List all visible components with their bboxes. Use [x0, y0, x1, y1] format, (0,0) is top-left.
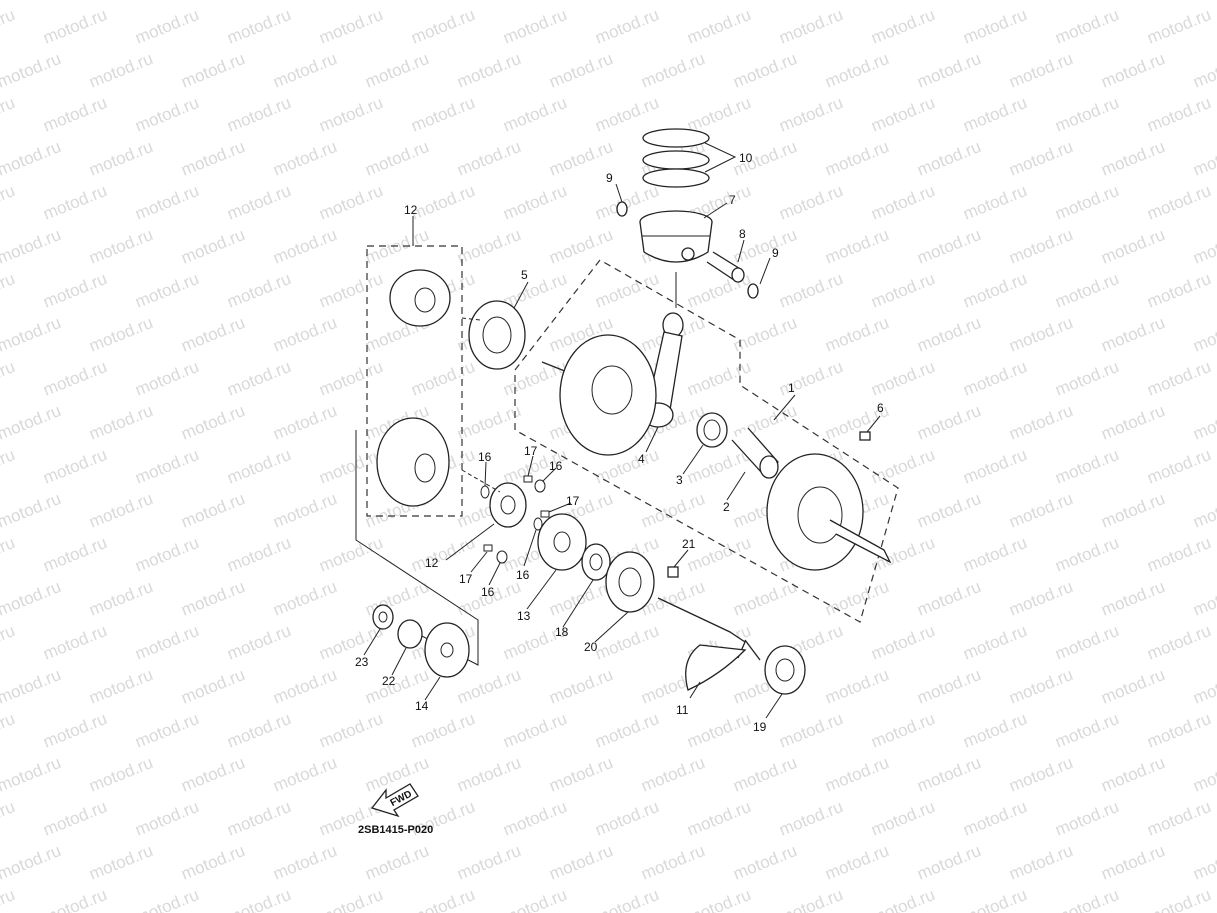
pin-17c [483, 544, 493, 552]
callout-21: 21 [682, 537, 696, 551]
needle-bearing [696, 412, 728, 448]
callout-4: 4 [638, 452, 645, 466]
balancer-shaft [657, 597, 761, 691]
plate-15 [424, 622, 470, 678]
washer-18 [581, 543, 611, 581]
group-box-12 [366, 245, 463, 517]
callout-17-top: 17 [524, 444, 538, 458]
callout-12: 12 [404, 203, 418, 217]
lock-washer-22 [397, 619, 423, 649]
callout-2: 2 [723, 500, 730, 514]
callout-7: 7 [729, 193, 736, 207]
callout-16-top: 16 [549, 459, 563, 473]
callout-10: 10 [739, 151, 753, 165]
gear-lower [376, 417, 450, 507]
callout-16-mid: 16 [516, 568, 530, 582]
plate-14 [537, 513, 587, 571]
callout-8: 8 [739, 227, 746, 241]
leader-lines [363, 142, 881, 719]
fwd-arrow-icon: FWD [370, 783, 419, 818]
spring-16d [496, 550, 508, 564]
callout-17-low: 17 [459, 572, 473, 586]
crank-pin [731, 427, 779, 479]
nut-23 [372, 604, 394, 630]
piston-rings [642, 128, 710, 188]
callout-13: 12 [425, 556, 439, 570]
diagram-code: 2SB1415-P020 [358, 824, 433, 836]
piston [639, 210, 713, 263]
gear-upper [389, 269, 451, 327]
callout-9-right: 9 [772, 246, 779, 260]
woodruff-key [859, 431, 871, 441]
ball-bearing-5 [468, 300, 526, 370]
callout-11: 11 [676, 703, 689, 717]
callout-23: 23 [355, 655, 369, 669]
callout-16-left: 16 [478, 450, 492, 464]
callout-9-left: 9 [606, 171, 613, 185]
callout-1: 1 [788, 381, 795, 395]
callout-14: 13 [517, 609, 531, 623]
callout-6: 6 [877, 401, 884, 415]
callout-16-low: 16 [481, 585, 495, 599]
spring-16a [480, 485, 490, 499]
ball-bearing-20 [605, 551, 655, 613]
circlip-left [616, 201, 628, 217]
callout-5: 5 [521, 268, 528, 282]
pin-17b [540, 510, 550, 518]
callout-labels: 12 5 9 7 8 9 10 1 6 4 3 2 17 16 16 17 16… [355, 151, 884, 734]
spring-16b [534, 479, 546, 493]
callout-18: 18 [555, 625, 569, 639]
callout-22: 22 [382, 674, 396, 688]
group-box-crankshaft [514, 259, 899, 623]
callout-15: 14 [415, 699, 429, 713]
piston-pin [706, 251, 745, 283]
callout-3: 3 [676, 473, 683, 487]
circlip-right [747, 283, 759, 299]
callout-19: 19 [753, 720, 767, 734]
callout-20: 20 [584, 640, 598, 654]
ball-bearing-19 [764, 645, 806, 695]
key-21 [667, 566, 679, 578]
crank-web-left [541, 334, 657, 456]
spring-16c [533, 517, 543, 531]
pin-17a [523, 475, 533, 483]
damper-hub [489, 482, 527, 528]
crank-web-right [766, 453, 892, 571]
callout-17-mid: 17 [566, 494, 580, 508]
